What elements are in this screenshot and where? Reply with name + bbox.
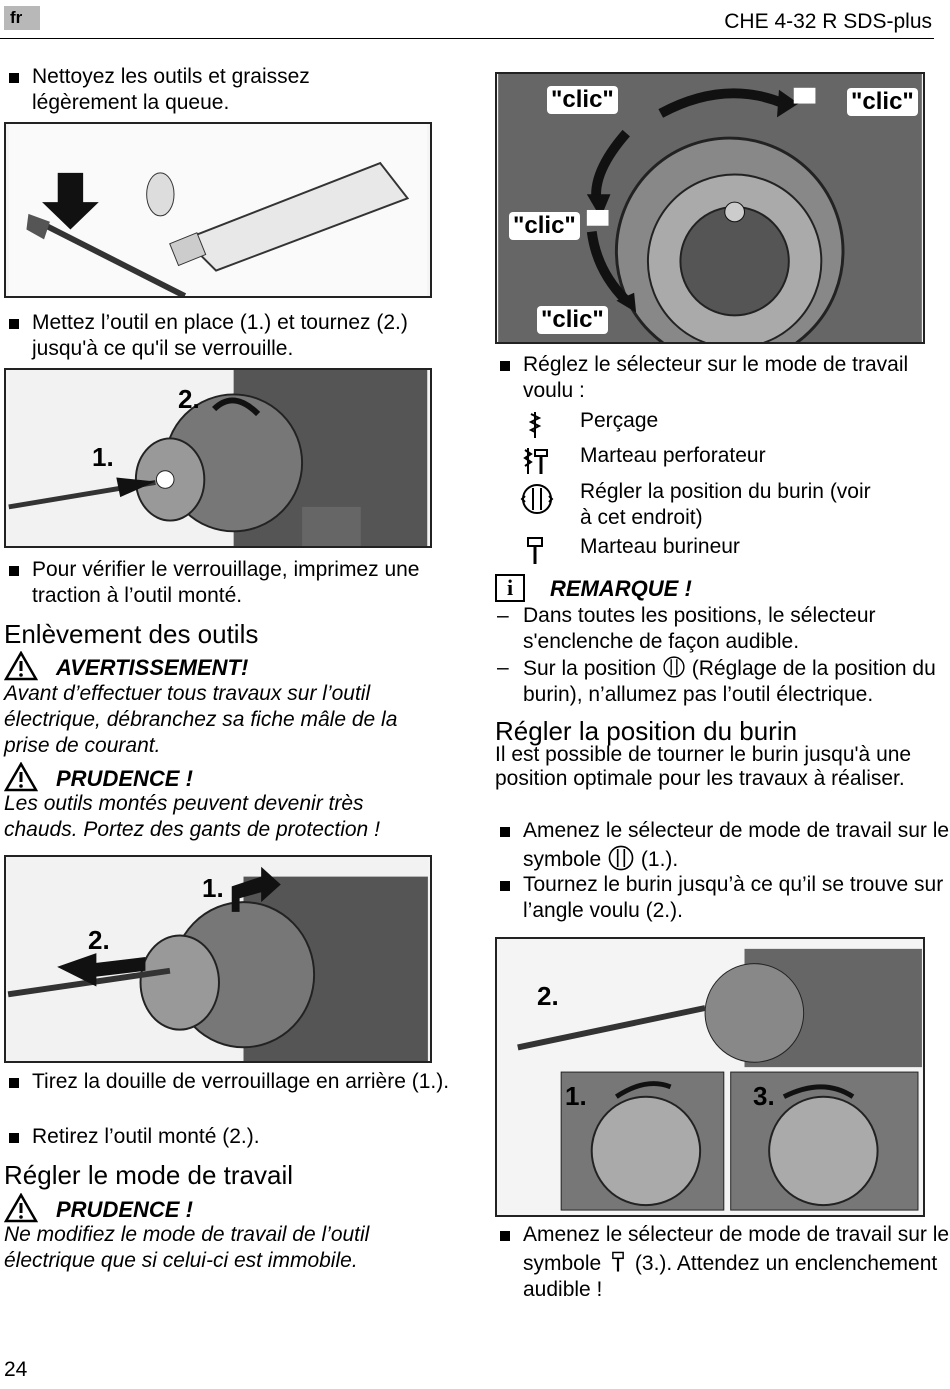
click-label: "clic" [537,306,608,334]
warning-title-text: AVERTISSEMENT! [56,655,249,680]
remove-tool-drawing [7,857,428,1061]
language-badge: fr [4,6,40,30]
caution-text-2: Ne modifiez le mode de travail de l’outi… [4,1223,370,1272]
warning-title: AVERTISSEMENT! [4,651,249,681]
hammer-drill-icon [523,448,548,474]
bullet-clean-tools: Nettoyez les outils et graissez légèreme… [4,64,372,116]
document-title: CHE 4-32 R SDS-plus [724,10,932,33]
heading-chisel-position: Régler la position du burin [495,716,798,746]
caution-text-1: Les outils montés peuvent devenir très c… [4,792,380,841]
bullet-check-lock: Pour vérifier le verrouillage, imprimez … [4,557,462,609]
remove-step-label-1: 1. [202,873,224,903]
heading-tool-removal: Enlèvement des outils [4,619,259,649]
illustration-mode-selector: "clic" "clic" "clic" "clic" [495,72,925,344]
bullet-remove-tool: Retirez l’outil monté (2.). [4,1124,462,1150]
b4-before: Amenez le sélecteur de mode de travail s… [523,1223,950,1275]
mode-label-drilling: Perçage [580,409,659,432]
bullet-selector-symbol-1: Amenez le sélecteur de mode de travail s… [495,818,950,873]
bullet-rotate-chisel: Tournez le burin jusqu’à ce qu’il se tro… [495,872,950,924]
chisel-rotation-drawing [498,939,922,1215]
insert-tool-drawing [8,370,428,546]
click-label: "clic" [547,86,618,114]
rotate-step-label-2: 2. [537,981,559,1011]
caution-triangle-icon [4,1193,38,1223]
warning-triangle-icon [4,651,38,681]
chisel-hammer-icon [612,1251,624,1272]
bullet-insert-tool: Mettez l’outil en place (1.) et tournez … [4,310,462,362]
rotate-step-label-1: 1. [565,1081,587,1111]
caution-title-2: PRUDENCE ! [4,1193,193,1223]
illustration-grease-tool [4,122,432,298]
note2-after: (Réglage de la position du burin), n’all… [523,657,936,706]
caution-title-1: PRUDENCE ! [4,762,193,792]
remove-step-label-2: 2. [88,925,110,955]
b2-after: (1.). [640,848,679,871]
b4-after: (3.). Attendez un enclenchement audible … [523,1252,938,1301]
click-label: "clic" [847,88,918,116]
chisel-position-icon [520,484,554,514]
caution-title-2-text: PRUDENCE ! [56,1197,193,1222]
illustration-insert-tool: 1. 2. [4,368,432,548]
illustration-chisel-rotation: 2. 1. 3. [495,937,925,1217]
info-icon: i [495,574,525,602]
bullet-pull-sleeve: Tirez la douille de verrouillage en arri… [4,1069,462,1095]
caution-triangle-icon [4,762,38,792]
step-label-2: 2. [178,384,200,414]
bullet-selector-symbol-3: Amenez le sélecteur de mode de travail s… [495,1222,950,1303]
header-divider [0,38,934,39]
rotate-step-label-3: 3. [753,1081,775,1111]
note-item-chisel-position: Sur la position (Réglage de la position … [495,655,950,708]
step-label-1: 1. [92,442,114,472]
drill-bit-icon [528,412,542,438]
illustration-remove-tool: 1. 2. [4,855,432,1063]
grease-tool-drawing [8,124,428,296]
note-title: REMARQUE ! [550,576,692,601]
chisel-position-icon [608,845,634,871]
heading-work-mode: Régler le mode de travail [4,1160,294,1190]
bullet-set-selector: Réglez le sélecteur sur le mode de trava… [495,352,950,404]
page-number: 24 [4,1358,28,1381]
note-item-audible: Dans toutes les positions, le sélecteur … [495,603,950,655]
paragraph-chisel-rotate: Il est possible de tourner le burin jusq… [495,743,912,790]
warning-text: Avant d’effectuer tous travaux sur l’out… [4,682,398,757]
caution-title-1-text: PRUDENCE ! [56,766,193,791]
mode-label-chisel-position: Régler la position du burin (voir à cet … [580,480,871,529]
mode-selector-drawing [498,74,922,342]
chisel-hammer-icon [527,537,543,564]
b2-before: Amenez le sélecteur de mode de travail s… [523,819,950,871]
chisel-position-icon [663,656,685,678]
mode-label-hammer-drill: Marteau perforateur [580,444,766,467]
note2-before: Sur la position [523,657,657,680]
mode-label-chisel-hammer: Marteau burineur [580,535,740,558]
click-label: "clic" [509,212,580,240]
